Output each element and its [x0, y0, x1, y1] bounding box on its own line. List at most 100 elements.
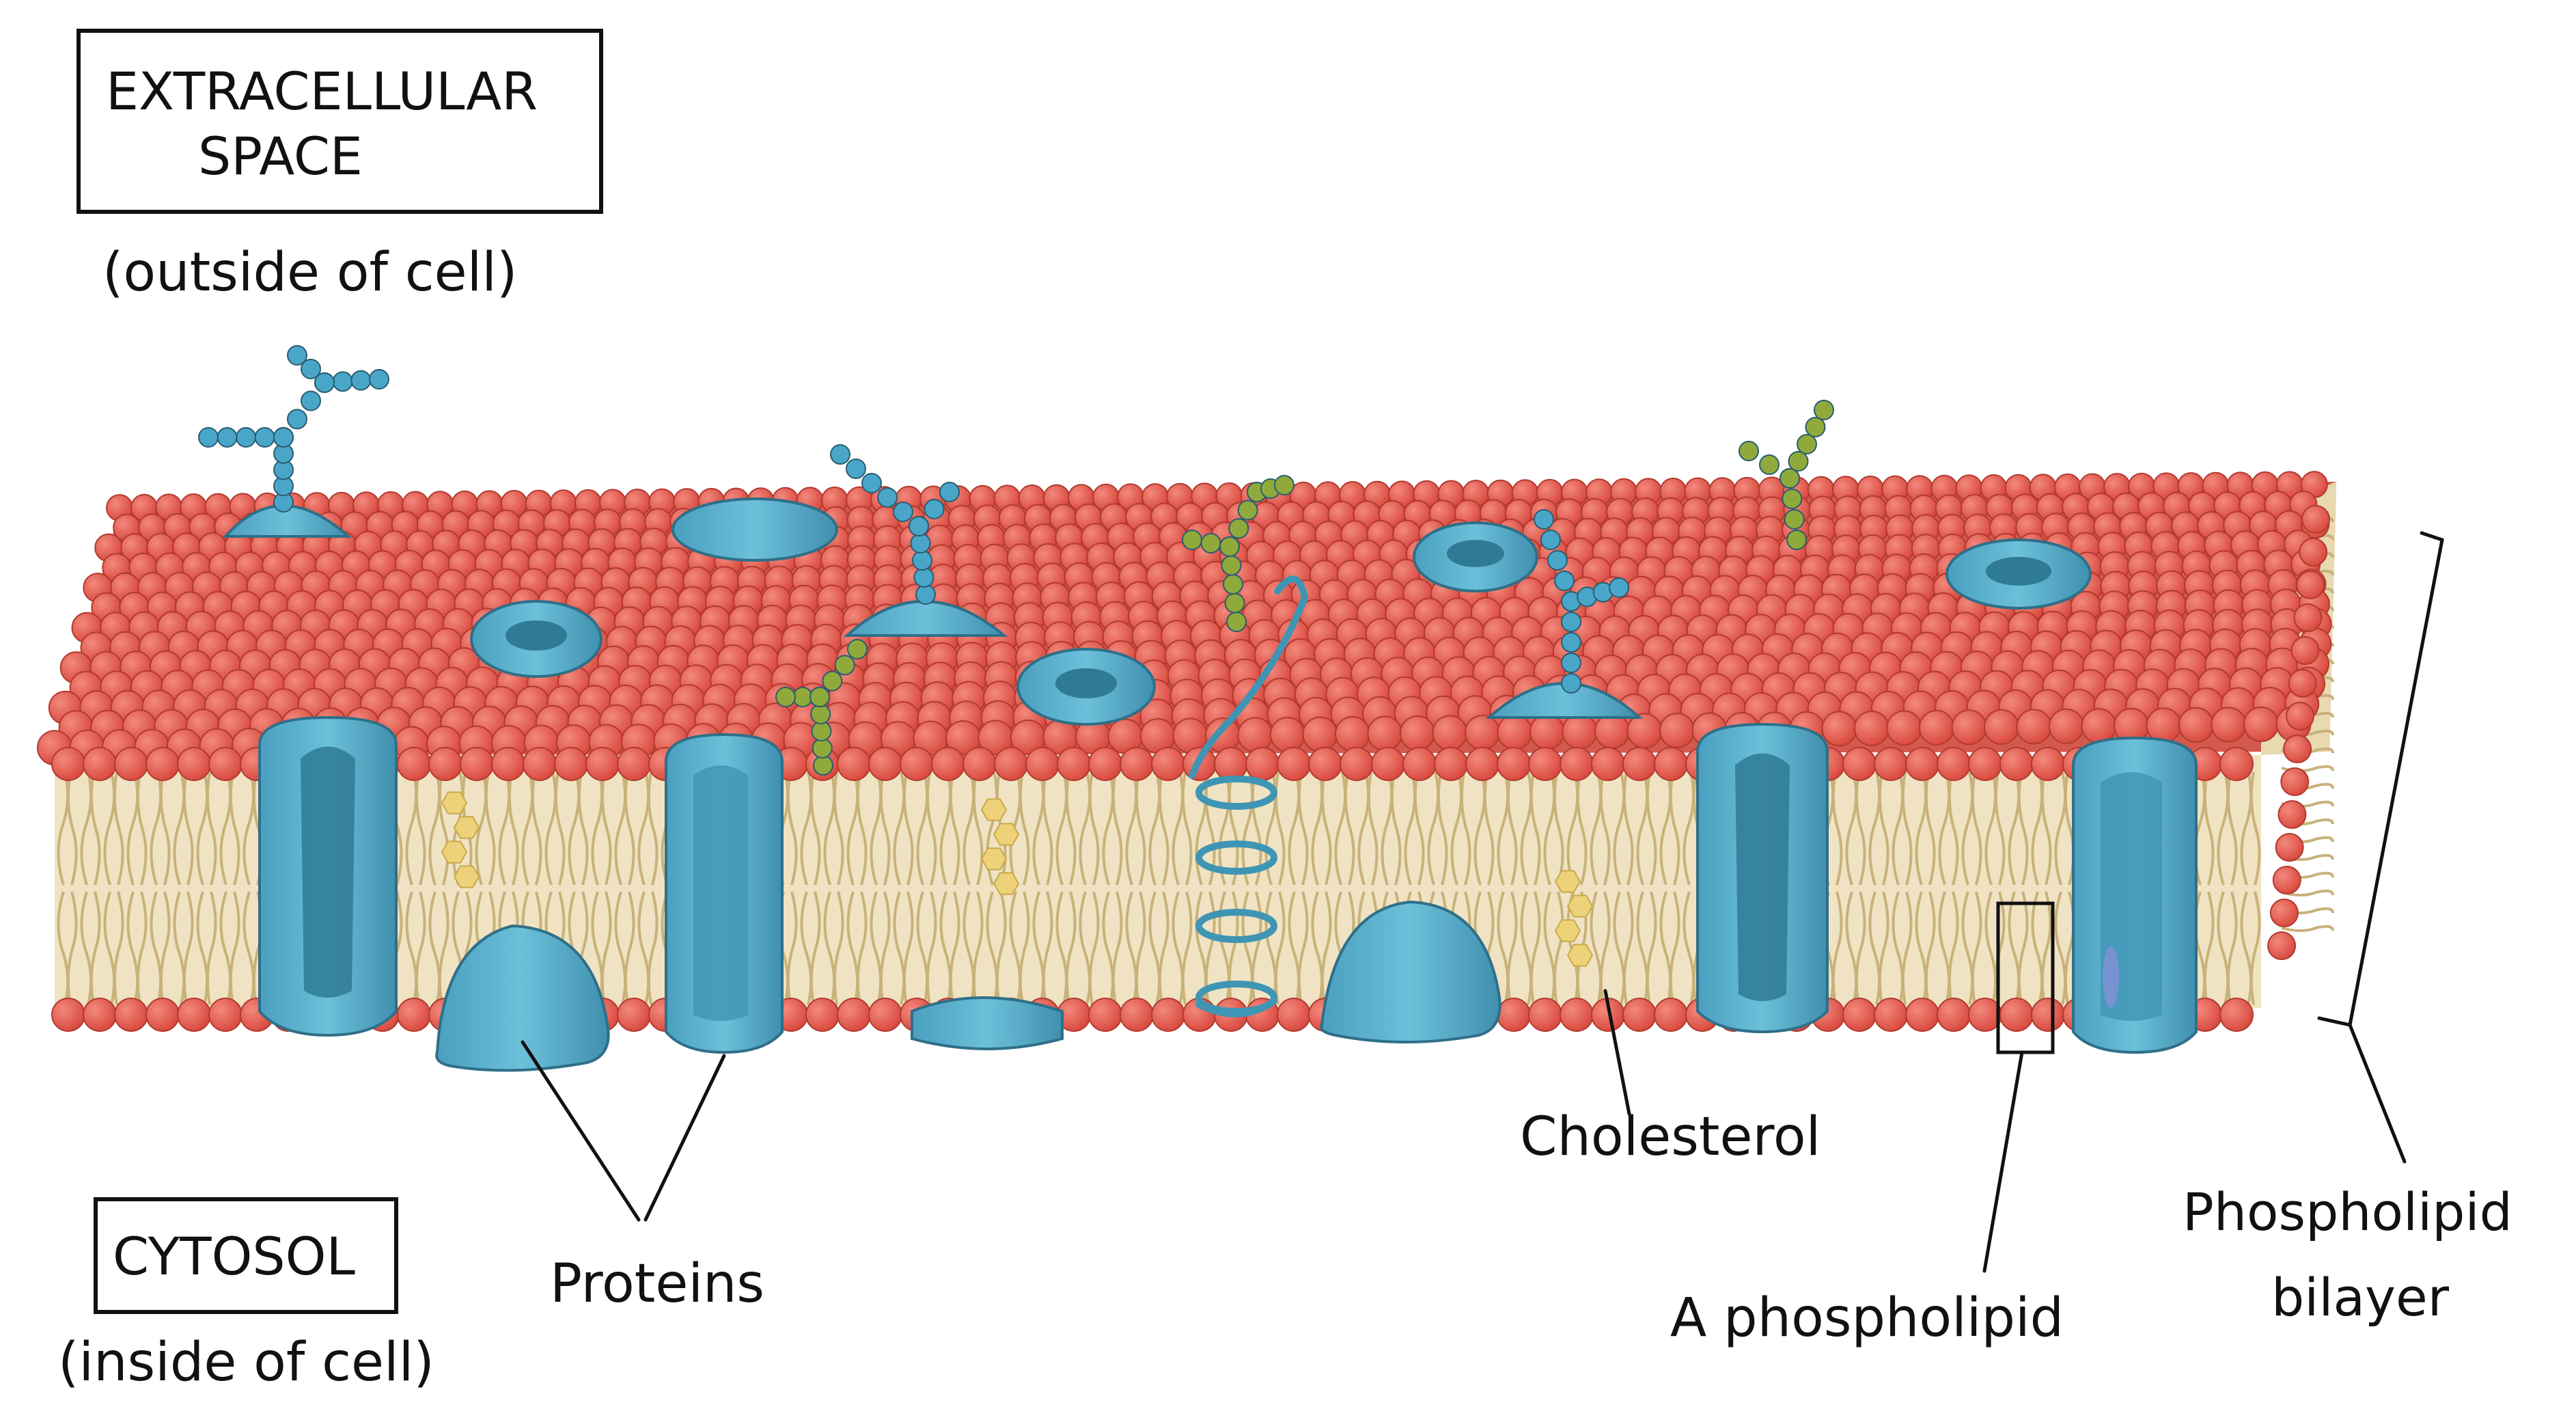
sugar-bead: [1797, 434, 1817, 454]
lipid-tail-upper: [1553, 771, 1564, 886]
phospholipid-head: [1984, 709, 2019, 745]
lipid-tail-lower: [1042, 891, 1053, 1005]
lipid-tail-lower: [415, 891, 426, 1005]
glycoprotein-chain-2: [830, 444, 960, 605]
sugar-bead: [915, 584, 936, 605]
bottom-protein-1: [435, 924, 610, 1072]
lipid-tail-upper: [1042, 771, 1053, 886]
phospholipid-head: [2243, 706, 2279, 742]
cholesterol-ring: [441, 840, 468, 864]
sugar-bead: [1561, 653, 1581, 673]
lipid-tail-upper: [89, 771, 101, 886]
lipid-tail-lower: [1901, 891, 1913, 1005]
sugar-bead: [847, 639, 868, 659]
lipid-tail-upper: [1831, 771, 1843, 886]
lipid-tail-lower: [949, 891, 960, 1005]
sugar-bead: [811, 721, 832, 741]
cholesterol-ring: [993, 872, 1020, 895]
helix-coil-1: [1195, 776, 1277, 810]
lipid-tail-lower: [2249, 891, 2261, 1005]
sugar-bead: [1547, 550, 1568, 571]
lipid-tail-upper: [206, 771, 217, 886]
glycoprotein-chain-3: [1534, 509, 1629, 694]
helix-coil-3: [1195, 909, 1277, 943]
sugar-bead: [301, 359, 321, 379]
lipid-tail-upper: [833, 771, 844, 886]
phospholipid-head: [1968, 747, 2002, 781]
helix-protein: [1189, 575, 1309, 1017]
channel-protein-1: [258, 715, 398, 1037]
lipid-tail-upper: [1646, 771, 1657, 886]
lipid-tail-upper: [1506, 771, 1518, 886]
lipid-tail-upper: [229, 771, 240, 886]
sugar-bead: [1814, 400, 1834, 420]
surface-protein-disc-1: [671, 497, 838, 562]
sugar-bead: [924, 499, 945, 519]
phospholipid-head: [617, 998, 651, 1032]
phospholipid-head: [2267, 931, 2297, 960]
surface-proteins: [222, 497, 2092, 726]
cholesterol-molecule: [441, 791, 480, 888]
phospholipid-head: [83, 747, 117, 781]
sugar-bead: [1228, 518, 1249, 539]
lipid-tail-lower: [995, 891, 1007, 1005]
sugar-bead: [1609, 577, 1629, 598]
phospholipid-highlight-box: [1996, 901, 2055, 1054]
phospholipid-head: [523, 747, 557, 781]
phospholipid-head: [2275, 833, 2304, 862]
sugar-bead: [792, 687, 813, 707]
phospholipid-head: [1367, 715, 1403, 752]
sugar-bead: [810, 704, 831, 724]
sugar-bead: [813, 755, 833, 776]
phospholipid-head: [868, 747, 902, 781]
phospholipid-head: [1465, 747, 1499, 781]
cytosol-label-box: [94, 1197, 398, 1314]
phospholipid-head: [994, 747, 1028, 781]
lipid-tail-upper: [2203, 771, 2215, 886]
text-labels: EXTRACELLULAR SPACE (outside of cell) CY…: [58, 61, 2512, 1393]
lipid-tail-lower: [879, 891, 891, 1005]
phospholipid-head: [2290, 636, 2320, 665]
lipid-tail-lower: [856, 891, 868, 1005]
surface-protein-ring-3: [1945, 538, 2092, 610]
phospholipid-head: [2277, 800, 2307, 829]
channel-protein-4: [2072, 736, 2198, 1054]
phospholipid-head: [900, 747, 934, 781]
phospholipid-head: [1560, 998, 1594, 1032]
cholesterol-ring: [1554, 870, 1581, 893]
lipid-tail-lower: [1971, 891, 1982, 1005]
cholesterol-molecule: [1554, 870, 1594, 967]
phospholipid-head: [1842, 747, 1876, 781]
lipid-tail-upper: [949, 771, 960, 886]
proteins-leader-right: [643, 1054, 726, 1222]
cholesterol-molecules: [441, 791, 1594, 967]
phospholipid-head: [585, 747, 620, 781]
lipid-tail-lower: [1855, 891, 1866, 1005]
sugar-bead: [877, 487, 898, 508]
lipid-tail-upper: [415, 771, 426, 886]
phospholipid-head: [868, 998, 902, 1032]
sugar-bead: [913, 567, 934, 588]
phospholipid-head: [2219, 747, 2254, 781]
cholesterol-leader: [1603, 989, 1631, 1116]
phospholipid-head: [1622, 998, 1657, 1032]
lipid-tail-lower: [1158, 891, 1169, 1005]
glycolipid-chain-1: [1182, 475, 1294, 632]
lipid-tail-upper: [113, 771, 124, 886]
lipid-tail-lower: [1924, 891, 1936, 1005]
phospholipid-head: [2269, 899, 2299, 927]
lipid-tail-lower: [1599, 891, 1611, 1005]
sugar-bead: [332, 371, 353, 392]
phospholipid-head: [1432, 715, 1468, 751]
phospholipid-leader: [1982, 1050, 2024, 1273]
lipid-tail-upper: [438, 771, 449, 886]
lipid-tail-upper: [879, 771, 891, 886]
extracellular-subtitle: (outside of cell): [102, 242, 517, 303]
lipid-tail-lower: [600, 891, 612, 1005]
lipid-tail-upper: [1320, 771, 1332, 886]
lipid-tail-upper: [554, 771, 566, 886]
phospholipid-head: [617, 747, 651, 781]
lipid-tail-upper: [577, 771, 589, 886]
phospholipid-head: [1999, 747, 2034, 781]
